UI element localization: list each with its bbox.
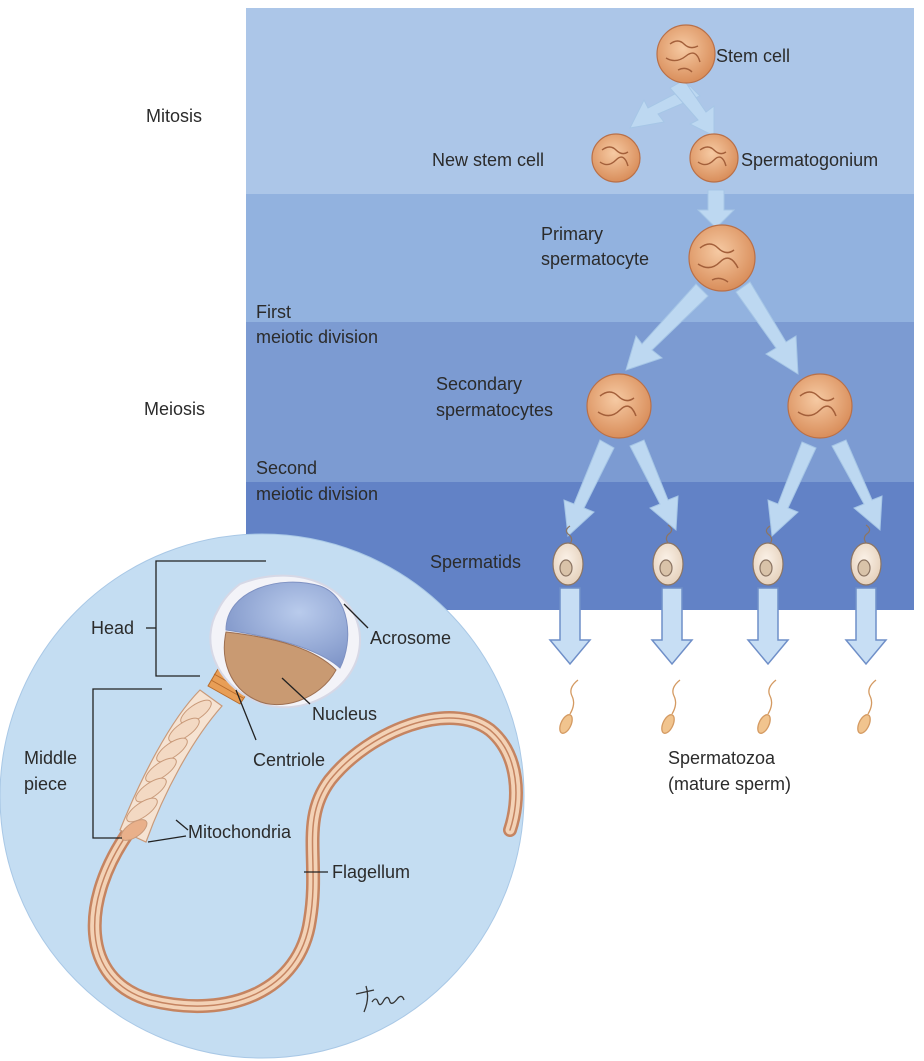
- mature-sperm-group: [557, 680, 876, 735]
- label-second-division-1: Second: [256, 458, 317, 478]
- label-centriole: Centriole: [253, 750, 325, 770]
- secondary-spermatocyte-cell-2: [788, 374, 852, 438]
- label-acrosome: Acrosome: [370, 628, 451, 648]
- sperm-detail-inset: Head Acrosome Nucleus Middle piece Centr…: [0, 534, 524, 1058]
- mature-sperm-4: [855, 680, 876, 735]
- mature-sperm-1: [557, 680, 578, 735]
- label-meiosis: Meiosis: [144, 399, 205, 419]
- primary-spermatocyte-cell: [689, 225, 755, 291]
- label-second-division-2: meiotic division: [256, 484, 378, 504]
- label-first-division-1: First: [256, 302, 291, 322]
- label-spermatogonium: Spermatogonium: [741, 150, 878, 170]
- stem-cell: [657, 25, 715, 83]
- label-mitochondria: Mitochondria: [188, 822, 292, 842]
- label-first-division-2: meiotic division: [256, 327, 378, 347]
- label-middle-piece-2: piece: [24, 774, 67, 794]
- label-mitosis: Mitosis: [146, 106, 202, 126]
- new-stem-cell: [592, 134, 640, 182]
- spermatogonium-cell: [690, 134, 738, 182]
- label-secondary-1: Secondary: [436, 374, 522, 394]
- label-middle-piece-1: Middle: [24, 748, 77, 768]
- label-spermatids: Spermatids: [430, 552, 521, 572]
- secondary-spermatocyte-cell-1: [587, 374, 651, 438]
- sperm-head: [210, 576, 360, 708]
- label-secondary-2: spermatocytes: [436, 400, 553, 420]
- label-stem-cell: Stem cell: [716, 46, 790, 66]
- label-nucleus: Nucleus: [312, 704, 377, 724]
- label-spermatozoa-2: (mature sperm): [668, 774, 791, 794]
- label-spermatozoa-1: Spermatozoa: [668, 748, 776, 768]
- label-primary-2: spermatocyte: [541, 249, 649, 269]
- label-flagellum: Flagellum: [332, 862, 410, 882]
- label-head: Head: [91, 618, 134, 638]
- label-new-stem-cell: New stem cell: [432, 150, 544, 170]
- label-primary-1: Primary: [541, 224, 603, 244]
- mature-sperm-2: [659, 680, 680, 735]
- mature-sperm-3: [755, 680, 776, 735]
